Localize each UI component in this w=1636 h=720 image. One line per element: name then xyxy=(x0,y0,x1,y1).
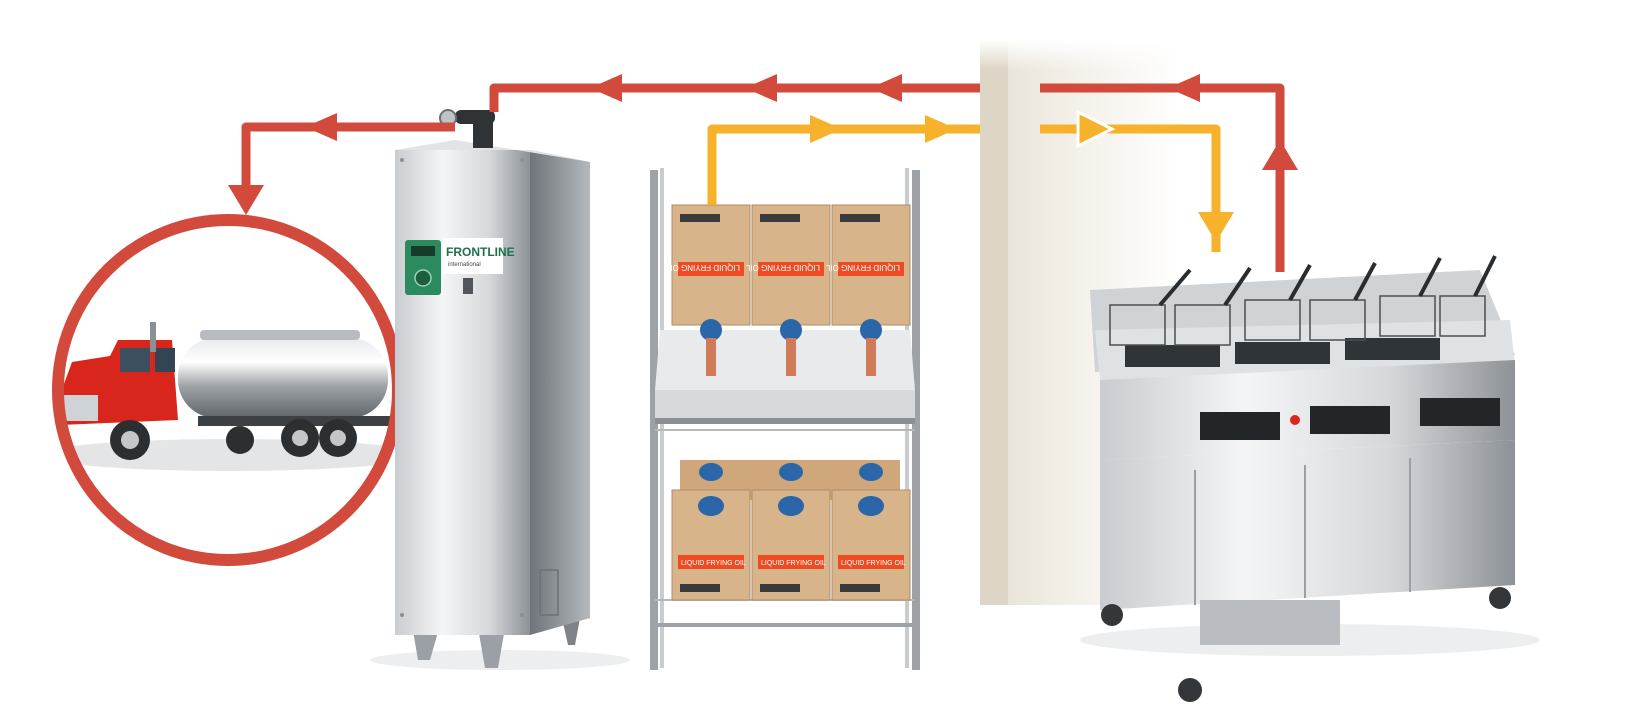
oil-box-rack-icon: LIQUID FRYING OIL LIQUID FRYING OIL LIQU… xyxy=(650,168,920,670)
deep-fryer-icon xyxy=(1080,255,1540,702)
oil-box: LIQUID FRYING OIL xyxy=(831,489,911,601)
box-label: LIQUID FRYING OIL xyxy=(665,263,740,272)
box-label: LIQUID FRYING OIL xyxy=(841,560,906,567)
basket-handles xyxy=(1158,255,1497,307)
oil-box: LIQUID FRYING OIL xyxy=(665,204,751,326)
waste-oil-tank-icon: FRONTLINE international xyxy=(370,109,630,670)
oil-box: LIQUID FRYING OIL xyxy=(751,489,831,601)
tanker-truck-icon xyxy=(52,214,404,566)
top-shelf-boxes: LIQUID FRYING OIL LIQUID FRYING OIL LIQU… xyxy=(665,204,911,376)
brand-name: FRONTLINE xyxy=(446,245,515,259)
flow-arrow-icon xyxy=(228,74,1298,242)
box-spout xyxy=(780,319,802,376)
box-spout xyxy=(860,319,882,376)
oil-box: LIQUID FRYING OIL xyxy=(671,489,751,601)
box-label: LIQUID FRYING OIL xyxy=(745,263,820,272)
oil-box: LIQUID FRYING OIL xyxy=(745,204,831,326)
bottom-shelf-boxes: LIQUID FRYING OIL LIQUID FRYING OIL LIQU… xyxy=(671,460,911,601)
box-label: LIQUID FRYING OIL xyxy=(825,263,900,272)
box-label: LIQUID FRYING OIL xyxy=(681,560,746,567)
oil-box: LIQUID FRYING OIL xyxy=(825,204,911,326)
box-spout xyxy=(700,319,722,376)
fryer-basket xyxy=(1109,295,1486,346)
brand-subtitle: international xyxy=(448,262,481,268)
box-label: LIQUID FRYING OIL xyxy=(761,560,826,567)
waste-oil-flow-line xyxy=(241,83,1285,272)
